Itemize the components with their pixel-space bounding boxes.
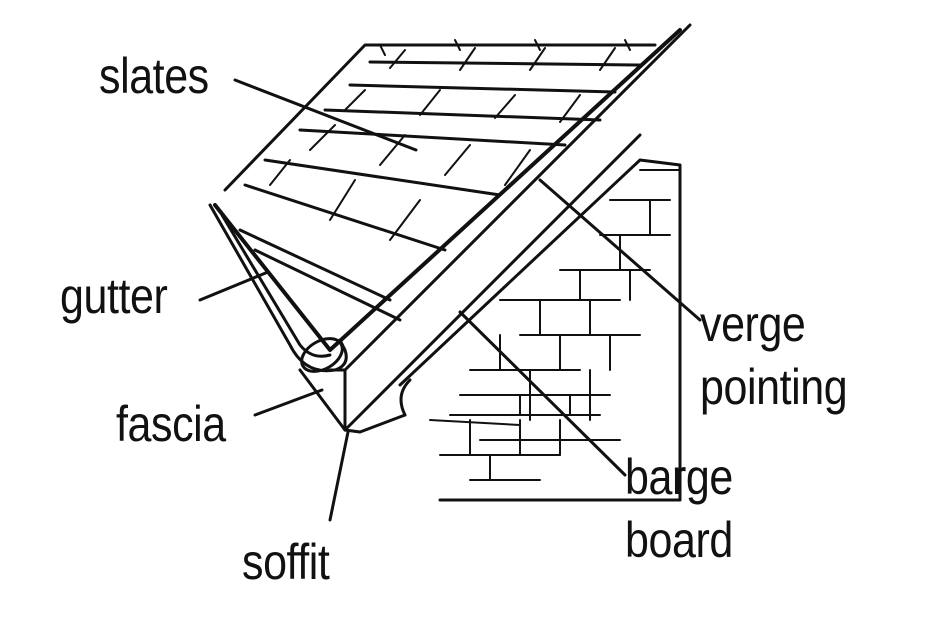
barge-board-label-line2: board [625, 512, 733, 568]
fascia [298, 368, 347, 432]
gutter-label: gutter [60, 268, 168, 324]
soffit-label: soffit [242, 534, 330, 590]
barge-board [343, 23, 692, 434]
gutter-leader-line [198, 270, 270, 302]
fascia-leader-line [253, 388, 324, 417]
barge-board-label-line1: barge [625, 449, 733, 505]
soffit-leader-line [328, 430, 350, 522]
leader-lines [198, 78, 702, 522]
slates-label: slates [99, 48, 209, 104]
roof-slates [213, 28, 682, 352]
brick-wall [398, 158, 682, 502]
fascia-label: fascia [116, 396, 226, 452]
barge-board-leader-line [458, 310, 627, 477]
verge-pointing-label-line1: verge [700, 296, 806, 352]
gutter [208, 203, 348, 373]
verge-pointing-leader-line [538, 178, 702, 322]
slates-leader-line [233, 78, 418, 152]
verge-pointing-label-line2: pointing [700, 359, 848, 415]
